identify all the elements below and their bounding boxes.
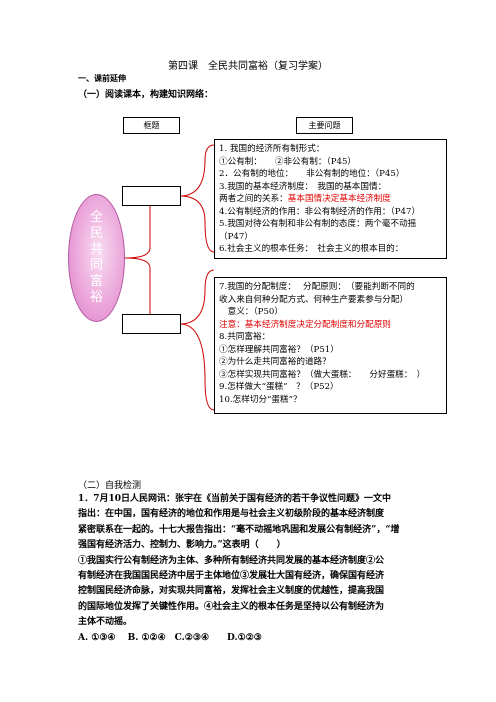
- oval-char-3: 共: [89, 242, 103, 257]
- theme-oval-text: 全 民 共 同 富 裕: [68, 194, 125, 322]
- question-line-9: 主体不动摇。: [78, 617, 133, 628]
- content-box-distribution: 7.我国的分配制度： 分配原则： （要能判断不同的 收入来自何种分配方式、何种生…: [214, 277, 447, 414]
- box2-line-2: 收入来自何种分配方式、何种生产要素参与分配）: [219, 294, 409, 305]
- box2-line-4-highlight: 注意：基本经济制度决定分配制度和分配原则: [219, 319, 391, 330]
- question-line-2: 指出：在中国，国有经济的地位和作用是与社会主义初级阶段的基本经济制度: [78, 509, 385, 520]
- main-issues-header-box: 主要问题: [296, 117, 353, 134]
- frame1-to-box1-top-line: [179, 144, 215, 197]
- box1-line-5-highlight: 基本国情决定基本经济制度: [287, 194, 391, 204]
- box1-line-4: 3.我国的基本经济制度： 我国的基本国情：: [219, 181, 387, 192]
- box2-line-10: 10.怎样切分“蛋糕”？: [219, 394, 302, 405]
- box1-line-6: 4.公有制经济的作用：非公有制经济的作用：（P47）: [219, 206, 421, 217]
- frame2-to-box2-top-line: [179, 269, 215, 325]
- oval-char-2: 民: [89, 226, 103, 241]
- box2-line-9: 9.怎样做大“蛋糕” ？（P52）: [219, 382, 339, 392]
- question-line-4: 强国有经济活力、控制力、影响力。”这表明（ ）: [78, 540, 286, 551]
- section-subheading-network: （一）阅读课本，构建知识网络：: [78, 90, 214, 100]
- frame-header-label: 框题: [143, 121, 160, 130]
- oval-char-1: 全: [89, 210, 103, 225]
- box1-line-2: ①公有制： ②非公有制：（P45）: [219, 156, 357, 167]
- frame1-to-box1-bottom-line: [179, 195, 215, 253]
- frame2-to-box2-bottom-line: [179, 323, 215, 411]
- box2-line-5: 8.共同富裕：: [219, 332, 271, 342]
- question-line-3: 紧密联系在一起的。十七大报告指出：“毫不动摇地巩固和发展公有制经济”，“增: [78, 524, 400, 535]
- theme-oval: [68, 194, 125, 322]
- question-1: 1．7月10日人民网讯：张宇在《当前关于国有经济的若干争议性问题》一文中 指出：…: [78, 492, 430, 646]
- box1-line-5-prefix: 两者之间的关系：: [219, 194, 288, 204]
- box2-line-3: 意义：（P50）: [219, 307, 283, 317]
- question-line-8: 的国际地位发挥了关键性作用。④社会主义的根本任务是坚持以公有制经济为: [78, 601, 385, 612]
- box1-line-7: 5.我国对待公有制和非公有制的态度：两个毫不动摇: [219, 219, 417, 229]
- oval-char-5: 富: [89, 274, 103, 289]
- question-line-5: ①我国实行公有制经济为主体、多种所有制经济共同发展的基本经济制度②公: [78, 555, 385, 566]
- box1-line-3: 2．公有制的地位： 非公有制的地位：（P45）: [219, 169, 405, 179]
- oval-char-6: 裕: [89, 290, 103, 305]
- section-heading-self-test: （二）自我检测: [78, 481, 142, 491]
- question-line-1: 1．7月10日人民网讯：张宇在《当前关于国有经济的若干争议性问题》一文中: [78, 494, 392, 504]
- box2-line-6: ①怎样理解共同富裕？（P51）: [219, 344, 339, 355]
- frame-box-2: [122, 314, 181, 334]
- box1-line-5: 两者之间的关系：基本国情决定基本经济制度: [219, 193, 442, 206]
- answer-options: A. ①③④ B. ①②④ C.②③④ D.①②③: [78, 632, 262, 643]
- oval-char-4: 同: [89, 258, 103, 273]
- content-box-ownership: 1. 我国的经济所有制形式： ①公有制： ②非公有制：（P45） 2．公有制的地…: [214, 139, 447, 259]
- box1-line-8: （P47）: [219, 231, 253, 242]
- box1-line-9: 6.社会主义的根本任务： 社会主义的根本目的：: [219, 244, 404, 254]
- box2-line-8: ③怎样实现共同富裕？（做大蛋糕： 分好蛋糕： ）: [219, 369, 426, 380]
- main-issues-header-label: 主要问题: [308, 121, 341, 130]
- page-title: 第四课 全民共同富裕（复习学案）: [168, 61, 328, 72]
- frame-box-1: [122, 186, 181, 206]
- box2-line-7: ②为什么走共同富裕的道路？: [219, 357, 331, 367]
- question-line-7: 控制国民经济命脉，对实现共同富裕，发挥社会主义制度的优越性，提高我国: [78, 586, 385, 597]
- frame-header-box: 框题: [123, 117, 180, 134]
- box2-line-1: 7.我国的分配制度： 分配原则： （要能判断不同的: [219, 282, 415, 292]
- box1-line-1: 1. 我国的经济所有制形式：: [219, 144, 325, 154]
- question-line-6: 有制经济在我国国民经济中居于主体地位③发展壮大国有经济，确保国有经济: [78, 571, 385, 582]
- section-heading-pre-class: 一、课前延伸: [78, 73, 126, 83]
